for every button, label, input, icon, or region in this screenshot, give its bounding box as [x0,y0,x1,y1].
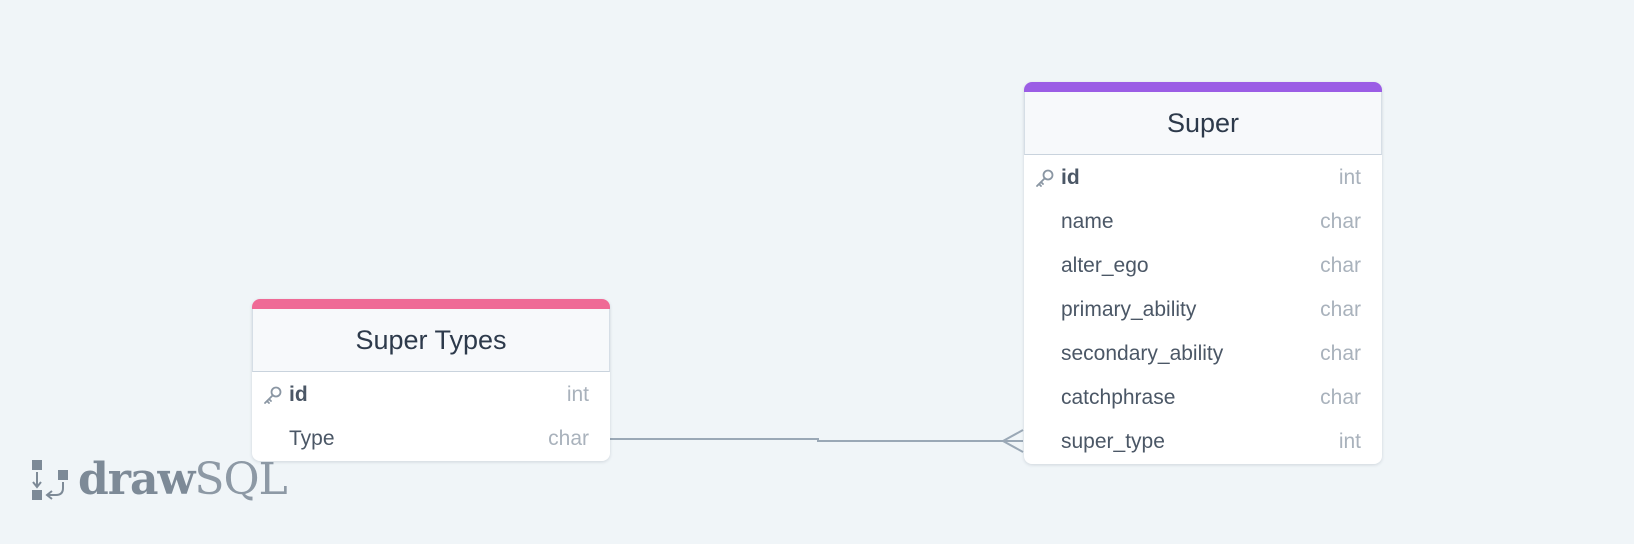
column-type: char [1320,210,1361,233]
column-name: alter_ego [1061,254,1149,277]
logo-draw-text: draw [78,454,195,505]
table-accent-bar [252,299,610,309]
column-name: name [1061,210,1114,233]
column-type: int [1338,430,1361,453]
column-name: primary_ability [1061,298,1197,321]
column-row-alter-ego[interactable]: alter_ego char [1024,244,1382,288]
column-row-name[interactable]: name char [1024,200,1382,244]
crows-foot-icon [1002,429,1024,453]
column-row-catchphrase[interactable]: catchphrase char [1024,376,1382,420]
column-name: id [289,382,308,406]
column-type: char [548,427,589,450]
column-row-id[interactable]: id int [252,372,610,417]
logo-sql-text: SQL [194,454,287,505]
table-columns: id int name char alter_ego char primary_… [1024,155,1382,464]
column-name: id [1061,165,1080,189]
table-columns: id int Type char [252,372,610,461]
column-name: secondary_ability [1061,342,1224,365]
table-title[interactable]: Super Types [252,309,610,372]
column-type: char [1320,342,1361,365]
column-row-secondary-ability[interactable]: secondary_ability char [1024,332,1382,376]
column-name: super_type [1061,430,1165,453]
relationship-line[interactable] [610,438,1023,442]
logo-wordmark: drawSQL [78,458,288,502]
column-row-super-type[interactable]: super_type int [1024,420,1382,464]
drawsql-logo-icon [32,460,68,500]
drawsql-logo[interactable]: drawSQL [30,458,288,502]
table-super-types[interactable]: Super Types id int Type char [252,299,610,461]
column-row-primary-ability[interactable]: primary_ability char [1024,288,1382,332]
column-type: char [1320,386,1361,409]
column-name: catchphrase [1061,386,1176,409]
column-row-id[interactable]: id int [1024,155,1382,200]
column-type: char [1320,254,1361,277]
table-super[interactable]: Super id int name char alter_ego char [1024,82,1382,464]
table-accent-bar [1024,82,1382,92]
table-title[interactable]: Super [1024,92,1382,155]
column-name: Type [289,427,335,450]
primary-key-icon [1034,167,1056,189]
column-type: int [566,382,589,406]
column-type: char [1320,298,1361,321]
column-row-type[interactable]: Type char [252,417,610,461]
primary-key-icon [262,384,284,406]
column-type: int [1338,165,1361,189]
